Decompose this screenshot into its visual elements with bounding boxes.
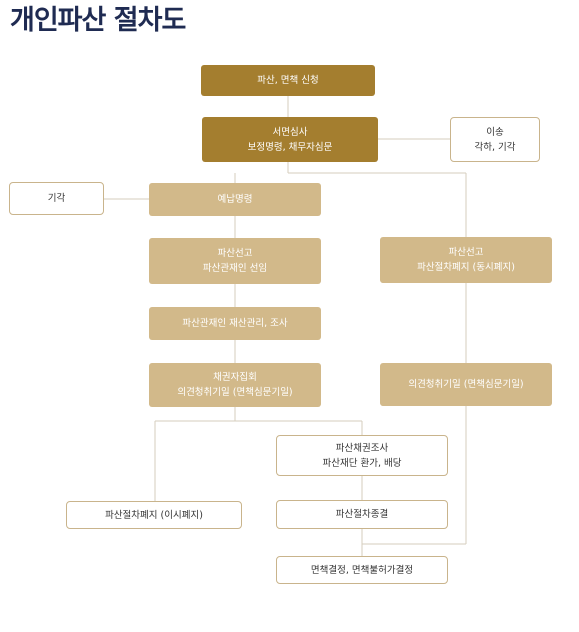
node-text: 서면심사	[272, 126, 308, 138]
node-text: 파산절차폐지 (동시폐지)	[417, 262, 515, 273]
node-text: 의견청취기일 (면책심문기일)	[177, 387, 293, 398]
node-discharge-decision: 면책결정, 면책불허가결정	[276, 556, 448, 584]
node-text: 파산절차종결	[335, 509, 389, 520]
node-opinion-hearing: 의견청취기일 (면책심문기일)	[380, 363, 552, 406]
node-text: 파산, 면책 신청	[257, 75, 319, 86]
node-transfer: 이송 각하, 기각	[450, 117, 540, 162]
node-text: 파산관재인 선임	[202, 263, 268, 274]
node-text: 파산재단 환가, 배당	[322, 457, 402, 469]
node-text: 파산선고	[217, 248, 253, 259]
node-text: 이송	[486, 126, 504, 138]
node-text: 파산선고	[448, 247, 484, 258]
node-text: 파산관재인 재산관리, 조사	[182, 318, 288, 329]
node-text: 기각	[47, 193, 66, 204]
node-text: 채권자집회	[213, 372, 257, 383]
node-declare-trustee: 파산선고 파산관재인 선임	[149, 238, 321, 284]
node-prepay: 예납명령	[149, 183, 321, 216]
node-text: 보정명령, 채무자심문	[247, 141, 333, 153]
node-trustee-management: 파산관재인 재산관리, 조사	[149, 307, 321, 340]
node-apply: 파산, 면책 신청	[201, 65, 375, 96]
node-text: 파산채권조사	[335, 442, 389, 454]
node-text: 면책결정, 면책불허가결정	[310, 564, 414, 576]
node-declare-simultaneous: 파산선고 파산절차폐지 (동시폐지)	[380, 237, 552, 283]
node-creditors-meeting: 채권자집회 의견청취기일 (면책심문기일)	[149, 363, 321, 407]
node-text: 파산절차폐지 (이시폐지)	[105, 509, 203, 521]
node-claim-investigation: 파산채권조사 파산재단 환가, 배당	[276, 435, 448, 476]
node-termination: 파산절차종결	[276, 500, 448, 529]
node-review: 서면심사 보정명령, 채무자심문	[202, 117, 378, 162]
page-title: 개인파산 절차도	[10, 5, 186, 36]
node-text: 각하, 기각	[474, 141, 516, 153]
node-abolition: 파산절차폐지 (이시폐지)	[66, 501, 242, 529]
node-text: 예납명령	[217, 194, 253, 205]
node-text: 의견청취기일 (면책심문기일)	[408, 379, 524, 390]
node-dismiss: 기각	[9, 182, 104, 215]
